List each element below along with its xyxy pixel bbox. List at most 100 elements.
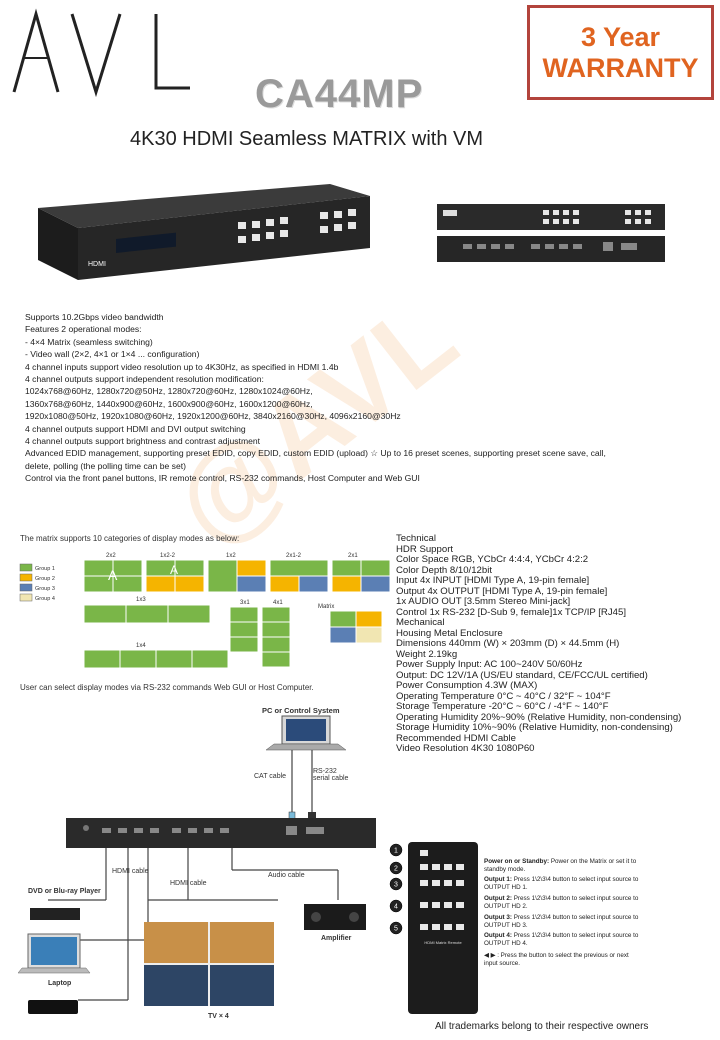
remote-image: 1 2 3 4 5 HDMI Matrix Remote	[389, 842, 478, 1014]
remote-instruction-4: Output 3: Press 1\2\3\4 button to select…	[484, 914, 644, 929]
modes-title: The matrix supports 10 categories of dis…	[20, 534, 240, 543]
remote-item-head: Output 1:	[484, 876, 512, 883]
feature-line: 4 channel outputs support HDMI and DVI o…	[25, 423, 246, 434]
feature-line: Control via the front panel buttons, IR …	[25, 473, 420, 484]
feature-line: Supports 10.2Gbps video bandwidth	[25, 312, 164, 322]
connection-diagram	[18, 715, 376, 1014]
spec-line: Storage Temperature -20°C ~ 60°C / -4°F …	[396, 701, 609, 712]
laptop-label: Laptop	[48, 980, 72, 987]
spec-line: Dimensions 440mm (W) × 203mm (D) × 44.5m…	[396, 638, 620, 649]
mode-label-1x4: 1x4	[136, 643, 146, 649]
feature-line: 4 channel inputs support video resolutio…	[25, 361, 339, 372]
remote-item-text: Press 1\2\3\4 button to select input sou…	[484, 932, 639, 947]
remote-item-head: Power on or Standby:	[484, 858, 550, 865]
hdmi-cable-label: HDMI cable	[112, 868, 149, 875]
spec-line: Color Space RGB, YCbCr 4:4:4, YCbCr 4:2:…	[396, 554, 589, 565]
remote-item-head: Output 2:	[484, 895, 512, 902]
mode-label-2x1: 2x1	[348, 553, 358, 559]
remote-nav-text: : Press the button to select the previou…	[484, 952, 629, 967]
spec-line: Operating Humidity 20%~90% (Relative Hum…	[396, 711, 682, 723]
amplifier-label: Amplifier	[321, 935, 352, 942]
mode-label-2x1-2: 2x1-2	[286, 553, 302, 559]
warranty-label: WARRANTY	[542, 53, 699, 83]
remote-callout-5: 5	[394, 926, 398, 933]
spec-line: 1x AUDIO OUT [3.5mm Stereo Mini-jack]	[396, 596, 571, 607]
legend-group-1: Group 1	[35, 566, 55, 572]
feature-line: - 4×4 Matrix (seamless switching)	[25, 336, 153, 347]
remote-instruction-nav: ◀ ▶ : Press the button to select the pre…	[484, 952, 644, 967]
rs232-cable-label: RS-232 serial cable	[313, 768, 349, 782]
features-list: Supports 10.2Gbps video bandwidth Featur…	[25, 311, 685, 485]
feature-line: - Video wall (2×2, 4×1 or 1×4 ... config…	[25, 349, 200, 360]
remote-item-head: Output 4:	[484, 932, 512, 939]
spec-line: Power Consumption 4.3W (MAX)	[396, 680, 538, 691]
mode-label-1x3: 1x3	[136, 597, 146, 603]
remote-callout-1: 1	[394, 848, 398, 855]
remote-instruction-5: Output 4: Press 1\2\3\4 button to select…	[484, 932, 644, 947]
display-modes-diagram: Group 1 Group 2 Group 3 Group 4 2x2 1x2-…	[19, 553, 390, 669]
remote-instruction-2: Output 1: Press 1\2\3\4 button to select…	[484, 876, 644, 891]
remote-item-text: Press 1\2\3\4 button to select input sou…	[484, 876, 639, 891]
tile-letter: A	[170, 563, 178, 577]
legend-group-3: Group 3	[35, 586, 55, 592]
remote-callout-2: 2	[394, 866, 398, 873]
feature-line: 1024x768@60Hz, 1280x720@50Hz, 1280x720@6…	[25, 386, 313, 397]
device-hdmi-logo: HDMI	[88, 261, 106, 268]
remote-callout-4: 4	[394, 904, 398, 911]
product-subtitle: 4K30 HDMI Seamless MATRIX with VM	[130, 128, 484, 150]
spec-line: Weight 2.19kg	[396, 648, 458, 660]
tile-letter: A	[108, 567, 118, 583]
spec-line: Input 4x INPUT [HDMI Type A, 19-pin fema…	[396, 575, 590, 586]
spec-line: Technical	[396, 533, 436, 544]
feature-line: 4 channel outputs support independent re…	[25, 374, 264, 385]
mode-label-matrix: Matrix	[318, 604, 334, 610]
mode-label-1x2-2: 1x2-2	[160, 553, 176, 559]
warranty-badge: 3 Year WARRANTY	[527, 5, 714, 100]
spec-line: Power Supply Input: AC 100~240V 50/60Hz	[396, 659, 583, 670]
spec-line: Output: DC 12V/1A (US/EU standard, CE/FC…	[396, 669, 648, 681]
feature-line: 1920x1080@50Hz, 1920x1080@60Hz, 1920x120…	[25, 411, 401, 422]
feature-line: Features 2 operational modes:	[25, 324, 142, 335]
nav-arrows-icon: ◀ ▶	[484, 952, 496, 959]
spec-line: Control 1x RS-232 [D-Sub 9, female]1x TC…	[396, 606, 626, 618]
model-name: CA44MP	[255, 72, 424, 116]
remote-instruction-1: Power on or Standby: Power on the Matrix…	[484, 858, 644, 873]
mode-label-3x1: 3x1	[240, 600, 250, 606]
spec-line: Recommended HDMI Cable	[396, 732, 516, 744]
warranty-years: 3 Year	[580, 22, 661, 52]
avl-logo	[12, 8, 190, 98]
cat-cable-label: CAT cable	[254, 773, 287, 780]
remote-item-head: Output 3:	[484, 914, 512, 921]
audio-cable-label: Audio cable	[268, 872, 305, 879]
mode-label-1x2: 1x2	[226, 553, 236, 559]
spec-line: Video Resolution 4K30 1080P60	[396, 743, 535, 754]
legend-group-2: Group 2	[35, 576, 55, 582]
remote-instruction-3: Output 2: Press 1\2\3\4 button to select…	[484, 895, 644, 910]
spec-line: Color Depth 8/10/12bit	[396, 564, 492, 576]
remote-item-text: Power on the Matrix or set it to standby…	[484, 858, 637, 873]
feature-line: Advanced EDID management, supporting pre…	[25, 448, 606, 459]
spec-line: Mechanical	[396, 617, 445, 628]
feature-line: 4 channel outputs support brightness and…	[25, 436, 261, 447]
trademark-footer: All trademarks belong to their respectiv…	[435, 1021, 649, 1032]
remote-callout-3: 3	[394, 882, 398, 889]
spec-line: Housing Metal Enclosure	[396, 627, 503, 639]
hdmi-cable-label-2: HDMI cable	[170, 880, 207, 887]
legend-group-4: Group 4	[35, 596, 55, 602]
specifications-list: Technical HDR Support Color Space RGB, Y…	[396, 533, 716, 755]
feature-line: 1360x768@60Hz, 1440x900@60Hz, 1600x900@6…	[25, 398, 313, 409]
remote-label: HDMI Matrix Remote	[424, 940, 462, 945]
pc-label: PC or Control System	[262, 706, 340, 715]
remote-item-text: Press 1\2\3\4 button to select input sou…	[484, 914, 639, 929]
remote-item-text: Press 1\2\3\4 button to select input sou…	[484, 895, 639, 910]
spec-line: HDR Support	[396, 543, 454, 555]
modes-footer: User can select display modes via RS-232…	[20, 683, 314, 692]
spec-line: Storage Humidity 10%~90% (Relative Humid…	[396, 722, 673, 733]
feature-line: delete, polling (the polling time can be…	[25, 460, 186, 471]
spec-line: Output 4x OUTPUT [HDMI Type A, 19-pin fe…	[396, 585, 608, 597]
dvd-label: DVD or Blu-ray Player	[28, 888, 101, 895]
tv-label: TV × 4	[208, 1013, 229, 1020]
device-front-image: HDMI	[38, 184, 370, 280]
spec-line: Operating Temperature 0°C ~ 40°C / 32°F …	[396, 690, 611, 702]
mode-label-2x2: 2x2	[106, 553, 116, 559]
